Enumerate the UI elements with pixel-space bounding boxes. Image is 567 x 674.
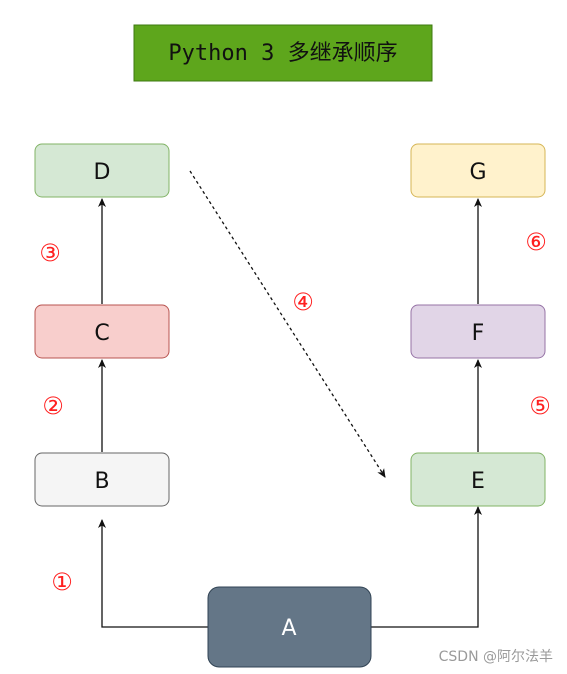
node-f-box bbox=[410, 304, 546, 359]
node-d-box bbox=[34, 143, 170, 198]
node-d: D bbox=[34, 143, 170, 198]
edge-d-to-e-dashed bbox=[189, 170, 386, 478]
node-e-box bbox=[410, 452, 546, 507]
title-text: Python 3 多继承顺序 bbox=[168, 41, 397, 66]
node-e-label: E bbox=[471, 469, 485, 494]
node-b-box bbox=[34, 452, 170, 507]
node-g-box bbox=[410, 143, 546, 198]
node-c-box bbox=[34, 304, 170, 359]
node-b-label: B bbox=[94, 469, 109, 494]
title-banner: Python 3 多继承顺序 bbox=[133, 24, 433, 82]
node-e: E bbox=[410, 452, 546, 507]
node-f-label: F bbox=[472, 321, 485, 346]
step-labels: ① ② ③ ④ ⑤ ⑥ bbox=[39, 228, 551, 596]
node-a-label: A bbox=[281, 616, 296, 641]
node-a: A bbox=[207, 586, 372, 668]
node-a-box bbox=[207, 586, 372, 668]
edge-a-to-b bbox=[98, 519, 208, 628]
step-2: ② bbox=[42, 392, 64, 420]
node-b: B bbox=[34, 452, 170, 507]
node-d-label: D bbox=[94, 160, 111, 185]
node-c: C bbox=[34, 304, 170, 359]
node-g: G bbox=[410, 143, 546, 198]
node-f: F bbox=[410, 304, 546, 359]
step-5: ⑤ bbox=[529, 392, 551, 420]
edge-a-to-e bbox=[371, 506, 482, 628]
step-6: ⑥ bbox=[525, 228, 547, 256]
edges bbox=[98, 170, 482, 628]
csdn-watermark: CSDN @阿尔法羊 bbox=[438, 649, 553, 665]
step-1: ① bbox=[51, 568, 73, 596]
title-box bbox=[133, 24, 433, 82]
step-4: ④ bbox=[292, 288, 314, 316]
node-c-label: C bbox=[94, 321, 109, 346]
step-3: ③ bbox=[39, 239, 61, 267]
node-g-label: G bbox=[469, 160, 486, 185]
